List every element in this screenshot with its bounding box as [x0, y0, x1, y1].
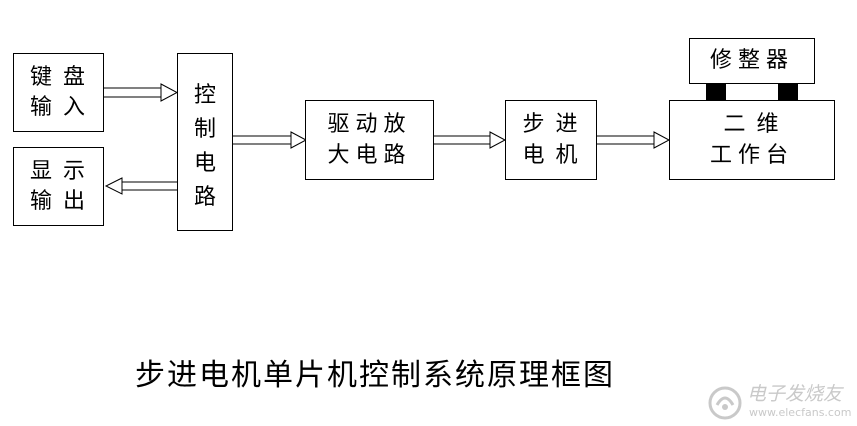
arrow-driver-to-motor [433, 131, 507, 149]
stepper-motor-line1: 步 进 [522, 112, 580, 137]
worktable-block: 二 维 工作台 [669, 100, 835, 180]
worktable-line2: 工作台 [709, 143, 794, 168]
watermark: 电子发烧友 www.elecfans.com [707, 383, 855, 423]
stepper-motor-line2: 电 机 [522, 143, 580, 168]
arrow-motor-to-table [596, 131, 671, 149]
watermark-logo-icon [708, 386, 742, 420]
dresser-foot-left [706, 84, 726, 100]
arrow-control-to-display [104, 177, 178, 195]
driver-amplifier-line2: 大电路 [327, 143, 412, 168]
display-output-line2: 输 出 [30, 189, 87, 214]
dresser-block: 修整器 [689, 38, 815, 84]
keyboard-input-line1: 键 盘 [30, 65, 87, 90]
arrow-control-to-driver [233, 131, 308, 149]
stepper-motor-block: 步 进 电 机 [505, 100, 597, 180]
driver-amplifier-block: 驱动放 大电路 [305, 100, 434, 180]
dresser-foot-right [778, 84, 798, 100]
keyboard-input-block: 键 盘 输 入 [13, 53, 104, 132]
keyboard-input-line2: 输 入 [30, 95, 87, 120]
dresser-label: 修整器 [709, 48, 794, 73]
watermark-url: www.elecfans.com [749, 406, 852, 419]
control-circuit-char-1: 控 [193, 83, 216, 108]
diagram-caption: 步进电机单片机控制系统原理框图 [135, 358, 615, 393]
watermark-text: 电子发烧友 [747, 383, 843, 405]
driver-amplifier-line1: 驱动放 [327, 112, 412, 137]
worktable-line1: 二 维 [723, 112, 781, 137]
control-circuit-char-2: 制 [193, 117, 216, 142]
arrow-keyboard-to-control [104, 83, 179, 102]
control-circuit-block: 控 制 电 路 [177, 53, 233, 231]
display-output-block: 显 示 输 出 [13, 147, 104, 226]
control-circuit-char-3: 电 [193, 151, 216, 176]
control-circuit-char-4: 路 [193, 185, 216, 210]
display-output-line1: 显 示 [30, 159, 87, 184]
